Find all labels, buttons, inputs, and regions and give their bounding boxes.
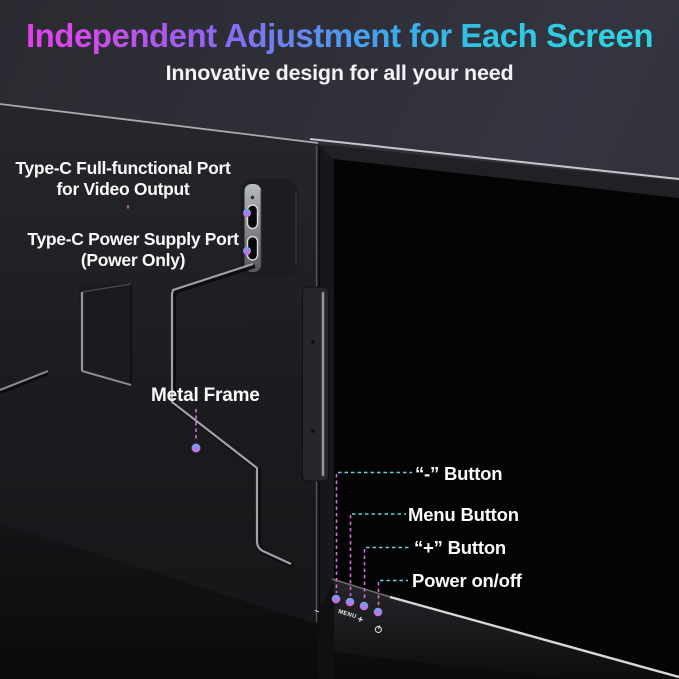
screen-top-edge-highlight (309, 138, 679, 180)
dot-minus-button (331, 594, 341, 604)
left-cutout-highlight (0, 370, 49, 391)
dot-metal-frame (191, 443, 201, 453)
callout-plus-button-label: “+” Button (414, 537, 507, 558)
hinge-plate (302, 286, 329, 482)
callout-metal-frame-label: Metal Frame (151, 385, 260, 406)
back-top-edge-highlight (0, 103, 319, 144)
metal-frame-highlight (170, 262, 292, 565)
frame-cutout-top-edge (81, 283, 132, 293)
callout-power-port-line1: Type-C Power Supply Port (27, 229, 239, 249)
bracket-screw-hole (250, 195, 255, 200)
dot-plus-button (359, 601, 369, 611)
callout-video-port-line2: for Video Output (56, 179, 190, 199)
callout-video-port-line1: Type-C Full-functional Port (15, 158, 231, 178)
page-title: Independent Adjustment for Each Screen (0, 16, 679, 56)
type-c-video-port (246, 204, 259, 230)
dot-power-button (373, 607, 383, 617)
desk-shadow (334, 652, 560, 679)
callout-power-port-line2: (Power Only) (80, 250, 186, 270)
frame-cutout-window (79, 284, 133, 385)
hinge-screw-bottom (311, 429, 315, 433)
dot-power-port (243, 247, 251, 255)
dot-video-port (243, 209, 251, 217)
callout-menu-button-label: Menu Button (408, 504, 519, 525)
callout-power-port-label: Type-C Power Supply Port (Power Only) (8, 229, 258, 271)
screen-bottom-edge-faint (331, 578, 391, 598)
desk-surface (0, 523, 318, 679)
page-subtitle: Innovative design for all your need (165, 61, 514, 85)
callout-power-switch-label: Power on/off (412, 570, 522, 591)
left-cutout-groove (0, 372, 49, 395)
hinge-screw-top (311, 340, 315, 344)
screen-left-bezel-lower (318, 580, 334, 679)
dot-menu-button (345, 597, 355, 607)
screen-top-bezel (318, 144, 679, 198)
frame-cutout-bottom-highlight (81, 370, 132, 386)
monitor-back-panel (0, 105, 318, 624)
power-icon (374, 625, 382, 633)
screen-bottom-edge-highlight (389, 595, 679, 679)
front-screen (334, 159, 679, 676)
callout-minus-button-label: “-” Button (415, 463, 503, 484)
callout-video-port-label: Type-C Full-functional Port for Video Ou… (0, 158, 246, 200)
